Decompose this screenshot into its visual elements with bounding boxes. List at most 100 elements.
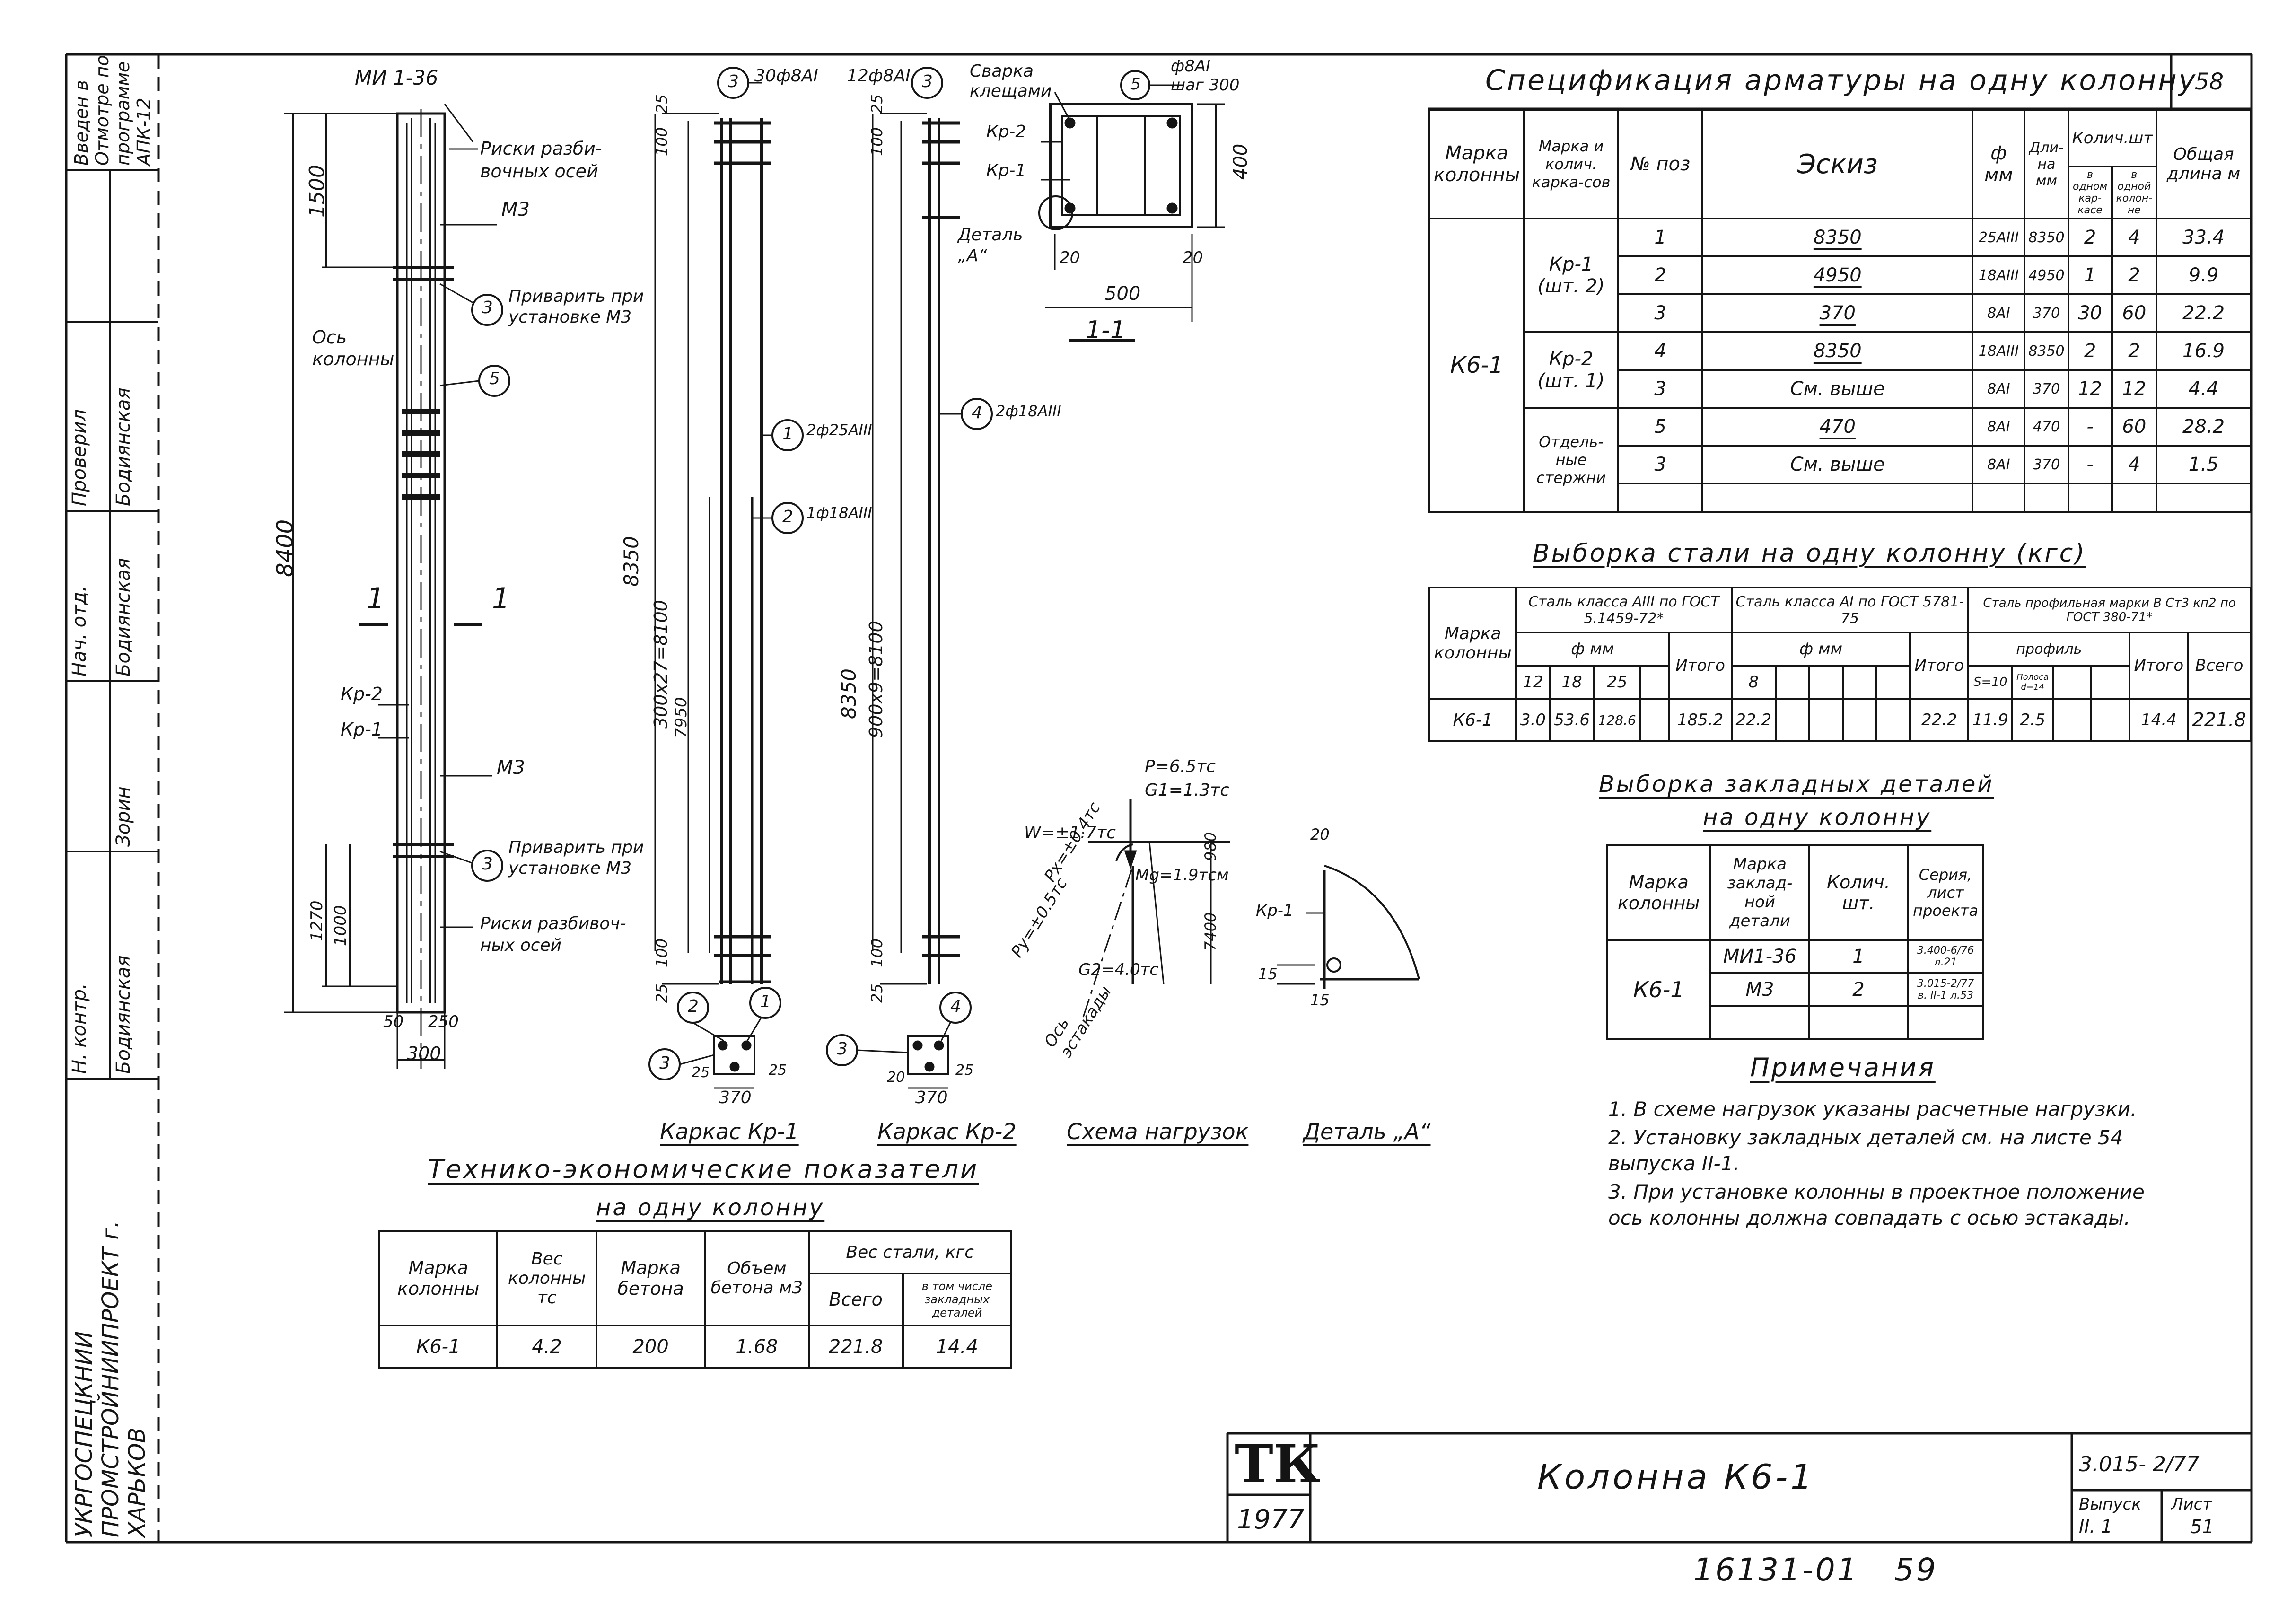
steel-cell <box>1808 698 1844 742</box>
sec11-kr2: Кр-2 <box>986 122 1026 141</box>
detail-a-d3: 15 <box>1310 991 1330 1009</box>
emb-h-part: Марка заклад-ной детали <box>1709 844 1810 941</box>
cage-kr1-elevation <box>648 67 804 1089</box>
cage2-dim-s2: 25 <box>955 1062 974 1079</box>
callout-3: 3 <box>728 72 739 91</box>
spec-qc: 2 <box>2067 331 2113 371</box>
steel-h-g2: Сталь класса АI по ГОСТ 5781-75 <box>1730 587 1970 633</box>
spec-dia: 8АI <box>1972 293 2026 333</box>
cage1-label: Каркас Кр-1 <box>660 1119 799 1144</box>
label-kr2: Кр-2 <box>341 684 383 704</box>
issue-label: Выпуск <box>2079 1495 2141 1514</box>
spec-group-bars: Отдель-ные стержни <box>1523 407 1620 513</box>
emb-column-mark: К6-1 <box>1605 939 1712 1040</box>
spec-table: Марка колонны Марка и колич. карка-сов №… <box>1428 109 2252 513</box>
steel-h-grand: Всего <box>2187 632 2252 700</box>
label-kr1: Кр-1 <box>341 719 383 740</box>
column-elevation <box>284 104 510 1069</box>
spec-h-pos: № поз <box>1617 109 1704 219</box>
spec-h-qty: Колич.шт <box>2067 109 2158 167</box>
note-item: ось колонны должна совпадать с осью эста… <box>1608 1206 2130 1229</box>
cage1-dim-s2: 25 <box>769 1062 787 1079</box>
sec11-a2: 20 <box>1183 248 1203 267</box>
spec-sketch: 8350 <box>1701 218 1974 257</box>
title-block-frame <box>1226 1432 2252 1542</box>
embedded-table: Марка колонны Марка заклад-ной детали Ко… <box>1605 844 1984 1040</box>
spec-qc: 12 <box>2067 369 2113 409</box>
spec-len: 8350 <box>2024 218 2069 257</box>
spec-qc: 2 <box>2067 218 2113 257</box>
spec-h-cage: Марка и колич. карка-сов <box>1523 109 1620 219</box>
steel-title: Выборка стали на одну колонну (кгс) <box>1533 539 2086 568</box>
load-P: P=6.5тс <box>1145 757 1216 776</box>
spec-pos: 2 <box>1617 255 1704 295</box>
steel-cell <box>1842 698 1878 742</box>
steel-cell: 2.5 <box>2011 698 2054 742</box>
cage1-top-note: 30ф8АI <box>754 66 818 86</box>
dim-b1: 50 <box>383 1012 404 1031</box>
spec-len: 370 <box>2024 369 2069 409</box>
stamp-year: 1977 <box>1237 1504 1305 1535</box>
spec-h-dia: ф мм <box>1972 109 2026 219</box>
emb-h-qty: Колич. шт. <box>1808 844 1909 941</box>
spec-pos: 3 <box>1617 293 1704 333</box>
label-mi1-36: МИ 1-36 <box>355 66 438 89</box>
tep-volume: 1.68 <box>704 1325 810 1369</box>
cage1-dim-w: 370 <box>719 1088 752 1107</box>
tep-concrete: 200 <box>596 1325 706 1369</box>
steel-h-phi1: ф мм <box>1515 632 1670 667</box>
spec-h-len: Дли-на мм <box>2024 109 2069 219</box>
spec-len: 470 <box>2024 407 2069 447</box>
steel-cell: 3.0 <box>1515 698 1551 742</box>
loads-scheme <box>1082 799 1230 1018</box>
stamp-tk: ТК <box>1235 1433 1321 1494</box>
spec-total: 9.9 <box>2156 255 2252 295</box>
spec-qc: 30 <box>2067 293 2113 333</box>
sec11-title: 1-1 <box>1086 316 1126 344</box>
note-item: выпуска II-1. <box>1608 1152 1740 1175</box>
note-item: 2. Установку закладных деталей см. на ли… <box>1608 1126 2123 1149</box>
spec-total: 22.2 <box>2156 293 2252 333</box>
sheet-value: 51 <box>2190 1516 2214 1538</box>
callout-2: 2 <box>782 507 793 527</box>
spec-sketch: 370 <box>1701 293 1974 333</box>
spec-qk: 12 <box>2111 369 2158 409</box>
tep-title-1: Технико-экономические показатели <box>428 1154 979 1184</box>
detail-a-kr1: Кр-1 <box>1256 901 1294 920</box>
drawing-title: Колонна К6-1 <box>1537 1457 1815 1497</box>
page-number: 58 <box>2195 69 2224 95</box>
tep-h-steel: Вес стали, кгс <box>807 1230 1013 1274</box>
spec-qc: - <box>2067 407 2113 447</box>
steel-h-empty <box>2051 665 2093 700</box>
embedded-title-1: Выборка закладных деталей <box>1599 771 1994 798</box>
spec-group-kr2: Кр-2 (шт. 1) <box>1523 331 1620 409</box>
load-G1: G1=1.3тс <box>1145 781 1229 800</box>
spec-column-mark: К6-1 <box>1428 218 1525 513</box>
detail-a-d1: 20 <box>1310 825 1330 843</box>
spec-qk: 2 <box>2111 331 2158 371</box>
steel-cell <box>2051 698 2093 742</box>
spec-len: 8350 <box>2024 331 2069 371</box>
section-mark-left: 1 <box>367 582 385 615</box>
load-G2: G2=4.0тс <box>1078 960 1159 979</box>
steel-cell <box>1639 698 1670 742</box>
callout-5: 5 <box>1130 75 1141 94</box>
tep-title-2: на одну колонну <box>596 1194 825 1221</box>
spec-qk: 60 <box>2111 407 2158 447</box>
load-M: Mg=1.9тсм <box>1135 866 1229 885</box>
cage1-bar2: 1ф18АIII <box>806 504 872 522</box>
label-m3-top: М3 <box>501 199 530 220</box>
cage2-top-note: 12ф8АI <box>847 66 911 86</box>
steel-h-g1: Сталь класса АIII по ГОСТ 5.1459-72* <box>1515 587 1733 633</box>
spec-len: 370 <box>2024 445 2069 484</box>
steel-h-d18: 18 <box>1549 665 1595 700</box>
steel-h-total1: Итого <box>1668 632 1733 700</box>
sec11-stirrups: ф8АI шаг 300 <box>1171 57 1240 95</box>
spec-h-total: Общая длина м <box>2156 109 2252 219</box>
steel-h-d8: 8 <box>1730 665 1777 700</box>
series-code: 3.015- 2/77 <box>2079 1452 2200 1476</box>
dim-b2: 250 <box>428 1012 459 1031</box>
callout-2: 2 <box>688 997 699 1016</box>
emb-qty: 2 <box>1808 972 1909 1007</box>
load-W: W=±1.7тс <box>1024 823 1116 843</box>
